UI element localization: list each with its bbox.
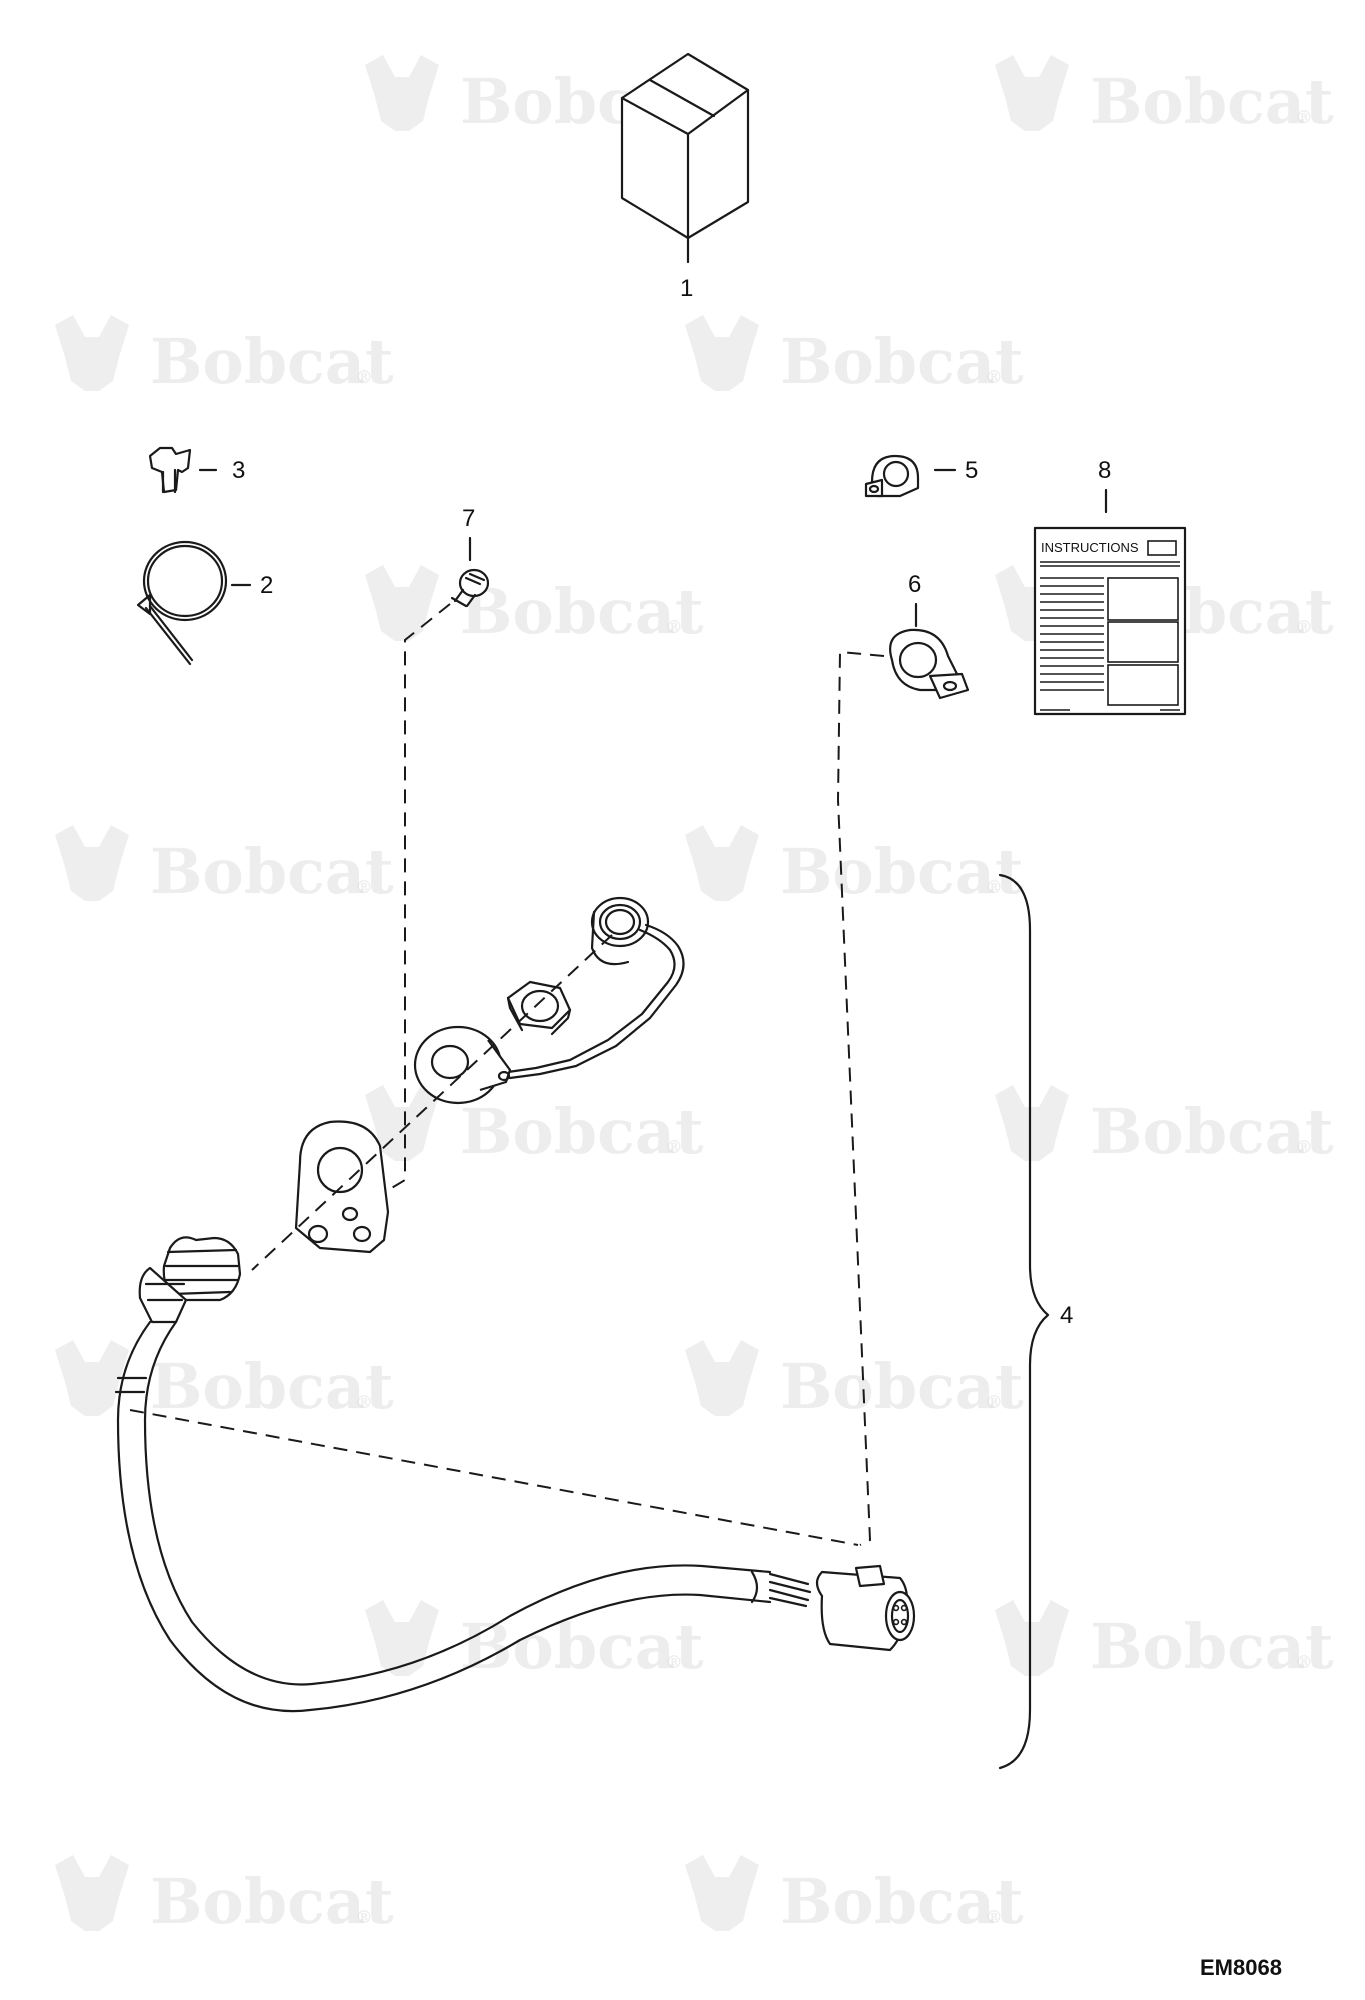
dashed-line-clamp: [836, 650, 885, 1546]
svg-text:®: ®: [985, 877, 1003, 898]
watermark: Bobcat ®: [55, 315, 394, 398]
svg-text:Bobcat: Bobcat: [460, 1095, 704, 1168]
part-8-instruction-sheet: INSTRUCTIONS: [1033, 526, 1187, 716]
part-2-cable-tie: [136, 540, 252, 666]
svg-text:®: ®: [1295, 1137, 1313, 1158]
svg-text:®: ®: [665, 1137, 683, 1158]
callout-5: 5: [965, 457, 978, 484]
svg-text:Bobcat: Bobcat: [150, 835, 394, 908]
svg-text:®: ®: [985, 1907, 1003, 1928]
watermark: Bobcat ®: [685, 1340, 1024, 1423]
svg-text:®: ®: [355, 1392, 373, 1413]
watermark: Bobcat ®: [685, 825, 1024, 908]
svg-text:®: ®: [665, 1652, 683, 1673]
watermark: Bobcat ®: [995, 55, 1334, 138]
watermark-layer: Bobcat ® Bobcat ® Bobcat ® Bobcat ® Bobc…: [55, 55, 1334, 1938]
svg-text:®: ®: [1295, 617, 1313, 638]
svg-text:®: ®: [665, 617, 683, 638]
callout-4: 4: [1060, 1302, 1073, 1329]
svg-text:Bobcat: Bobcat: [460, 575, 704, 648]
dashed-line-screw: [379, 603, 451, 1196]
watermark: Bobcat ®: [685, 1855, 1024, 1938]
svg-text:Bobcat: Bobcat: [150, 1865, 394, 1938]
part-7-screw: [450, 568, 490, 608]
instruction-sheet-title: INSTRUCTIONS: [1041, 540, 1139, 555]
callout-6: 6: [908, 571, 921, 598]
part-1-box: [620, 52, 750, 264]
svg-text:Bobcat: Bobcat: [150, 1350, 394, 1423]
watermark: Bobcat ®: [995, 1600, 1334, 1683]
svg-text:®: ®: [1295, 1652, 1313, 1673]
figure-code: EM8068: [1200, 1955, 1282, 1980]
svg-text:®: ®: [985, 1392, 1003, 1413]
svg-text:®: ®: [355, 1907, 373, 1928]
watermark: Bobcat ®: [365, 1600, 704, 1683]
callout-2: 2: [260, 572, 273, 599]
svg-text:®: ®: [355, 367, 373, 388]
svg-text:Bobcat: Bobcat: [780, 1350, 1024, 1423]
callout-1: 1: [680, 275, 693, 302]
svg-text:Bobcat: Bobcat: [1090, 1095, 1334, 1168]
svg-text:®: ®: [985, 367, 1003, 388]
part-5-clamp-small: [864, 454, 957, 498]
watermark: Bobcat ®: [55, 825, 394, 908]
watermark: Bobcat ®: [685, 315, 1024, 398]
watermark: Bobcat ®: [55, 1855, 394, 1938]
svg-text:Bobcat: Bobcat: [150, 325, 394, 398]
callout-8: 8: [1098, 457, 1111, 484]
callout-7: 7: [462, 505, 475, 532]
bracket-part-4: [998, 873, 1050, 1770]
svg-text:®: ®: [355, 877, 373, 898]
part-4-harness-assembly: [114, 896, 916, 1713]
watermark: Bobcat ®: [365, 1085, 704, 1168]
dashed-line-cable-route: [129, 1409, 859, 1546]
svg-text:Bobcat: Bobcat: [1090, 1610, 1334, 1683]
svg-text:Bobcat: Bobcat: [780, 835, 1024, 908]
part-3-plug: [148, 446, 218, 494]
watermark: Bobcat ®: [55, 1340, 394, 1423]
watermark: Bobcat ®: [995, 1085, 1334, 1168]
svg-text:Bobcat: Bobcat: [780, 1865, 1024, 1938]
svg-text:Bobcat: Bobcat: [1090, 65, 1334, 138]
part-6-clamp-large: [889, 628, 970, 700]
callout-3: 3: [232, 457, 245, 484]
svg-text:®: ®: [1295, 107, 1313, 128]
svg-text:Bobcat: Bobcat: [780, 325, 1024, 398]
watermark: Bobcat ®: [365, 565, 704, 648]
